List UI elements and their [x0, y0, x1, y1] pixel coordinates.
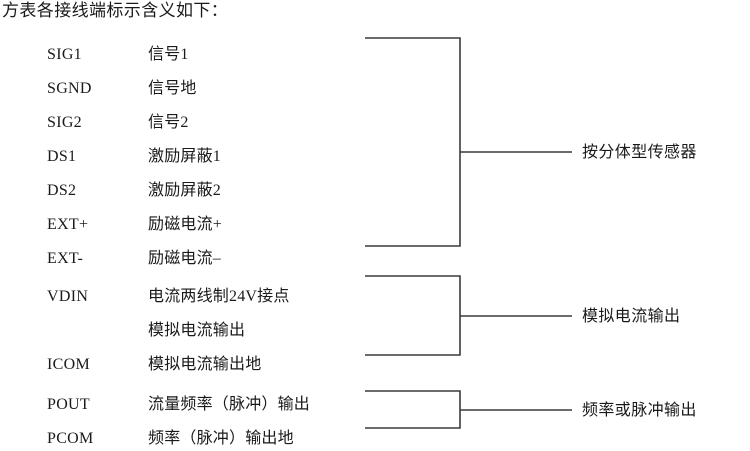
group-bracket — [365, 275, 572, 356]
terminal-row: PCOM 频率（脉冲）输出地 — [0, 422, 360, 451]
terminal-row: VDIN 电流两线制24V接点 — [0, 280, 360, 314]
terminal-row: DS2 激励屏蔽2 — [0, 174, 360, 208]
terminal-description: 信号1 — [148, 46, 189, 63]
terminal-code: EXT- — [47, 250, 84, 267]
terminal-row: DS1 激励屏蔽1 — [0, 140, 360, 174]
group-label: 模拟电流输出 — [582, 308, 681, 325]
terminal-code: SIG1 — [47, 46, 82, 63]
group-label: 按分体型传感器 — [582, 144, 697, 161]
terminal-description: 流量频率（脉冲）输出 — [148, 396, 311, 413]
group-bracket — [365, 37, 572, 247]
terminal-description: 信号2 — [148, 114, 189, 131]
terminal-code: EXT+ — [47, 216, 89, 233]
terminal-description: 模拟电流输出 — [148, 322, 246, 339]
terminal-code: POUT — [47, 396, 90, 413]
terminal-description: 电流两线制24V接点 — [148, 288, 290, 305]
terminal-description: 激励屏蔽1 — [148, 148, 222, 165]
terminal-code: PCOM — [47, 430, 94, 447]
terminal-code: SGND — [47, 80, 92, 97]
terminal-row: SGND 信号地 — [0, 72, 360, 106]
bracket-outline — [365, 37, 461, 247]
terminal-description: 励磁电流+ — [148, 216, 223, 233]
terminal-description: 频率（脉冲）输出地 — [148, 430, 294, 447]
terminal-description: 励磁电流– — [148, 250, 222, 267]
terminal-row: 模拟电流输出 — [0, 314, 360, 348]
terminal-description: 信号地 — [148, 80, 197, 97]
group-bracket — [365, 390, 572, 429]
terminal-code: DS2 — [47, 182, 77, 199]
terminal-description: 模拟电流输出地 — [148, 356, 262, 373]
page-title: 方表各接线端标示含义如下： — [2, 1, 229, 20]
bracket-outline — [365, 275, 461, 356]
terminal-description: 激励屏蔽2 — [148, 182, 222, 199]
terminal-row: EXT+ 励磁电流+ — [0, 208, 360, 242]
bracket-outline — [365, 390, 461, 429]
terminal-row: ICOM 模拟电流输出地 — [0, 348, 360, 382]
terminal-row: SIG2 信号2 — [0, 106, 360, 140]
terminal-code: VDIN — [47, 288, 89, 305]
group-label: 频率或脉冲输出 — [582, 402, 697, 419]
terminal-row: SIG1 信号1 — [0, 38, 360, 72]
terminal-code: ICOM — [47, 356, 90, 373]
terminal-row: EXT- 励磁电流– — [0, 242, 360, 276]
terminal-row: POUT 流量频率（脉冲）输出 — [0, 388, 360, 422]
terminal-code: SIG2 — [47, 114, 82, 131]
terminal-code: DS1 — [47, 148, 77, 165]
